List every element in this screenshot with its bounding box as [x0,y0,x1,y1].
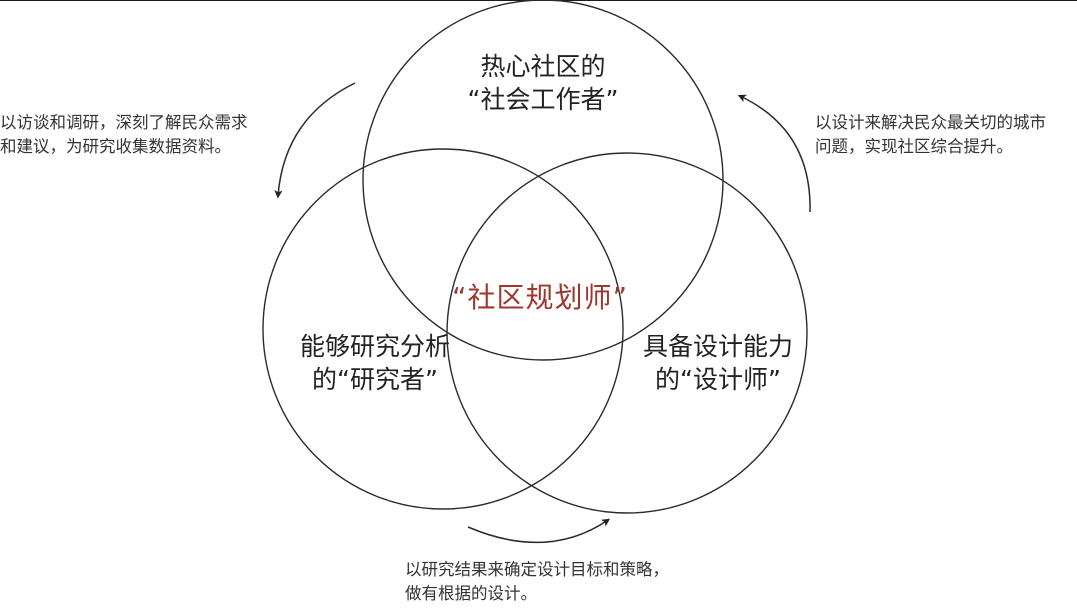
arrow-curve-up-icon [737,94,811,213]
researcher-label-line2: 的“研究者” [312,365,438,394]
note-interview-research: 以访谈和调研，深刻了解民众需求 和建议，为研究收集数据资料。 [0,111,248,159]
note-research-driven-design-line1: 以研究结果来确定设计目标和策略， [405,560,669,579]
social-worker-label-line1: 热心社区的 [480,52,606,81]
note-design-solutions-line2: 问题，实现社区综合提升。 [815,136,1013,156]
note-interview-research-line2: 和建议，为研究收集数据资料。 [0,136,231,156]
circle-designer [446,152,808,514]
social-worker-label: 热心社区的 “社会工作者” [443,50,643,116]
designer-label-line1: 具备设计能力 [642,332,793,361]
note-research-driven-design-line2: 做有根据的设计。 [405,583,537,603]
community-planner-text: “社区规划师” [451,281,628,314]
designer-label-line2: 的“设计师” [655,365,781,394]
researcher-label-line1: 能够研究分析 [299,332,450,361]
social-worker-label-line2: “社会工作者” [467,85,619,114]
arrow-curve-right-icon [467,518,611,544]
note-design-solutions: 以设计来解决民众最关切的城市 问题，实现社区综合提升。 [815,111,1046,159]
note-interview-research-line1: 以访谈和调研，深刻了解民众需求 [0,113,248,132]
arrow-curve-down-icon [274,82,356,199]
circle-researcher [262,148,624,510]
designer-label: 具备设计能力 的“设计师” [618,330,818,396]
note-design-solutions-line1: 以设计来解决民众最关切的城市 [815,113,1046,132]
researcher-label: 能够研究分析 的“研究者” [275,330,475,396]
community-planner-label: “社区规划师” [430,280,650,317]
note-research-driven-design: 以研究结果来确定设计目标和策略， 做有根据的设计。 [405,558,669,606]
